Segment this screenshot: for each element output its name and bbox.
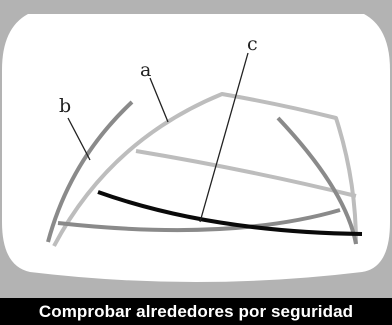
guide-line-b-right [276, 116, 358, 245]
callout-b-label: b [59, 95, 71, 117]
guide-line-b-left [46, 100, 134, 243]
callout-c-label: c [247, 33, 258, 55]
callout-b-leader [67, 117, 91, 161]
camera-view: a b c [0, 0, 392, 298]
guide-line-b-cross [57, 208, 341, 233]
callout-a-label: a [140, 59, 151, 81]
caption-bar: Comprobar alrededores por seguridad [0, 298, 392, 325]
guide-line-a-light [52, 92, 358, 247]
callout-c-leader [199, 52, 249, 223]
callout-a-leader [149, 77, 169, 123]
safety-caption: Comprobar alrededores por seguridad [38, 301, 354, 321]
guide-line-c-black [97, 190, 363, 236]
monitor-area [2, 14, 390, 282]
guide-line-a-cross [135, 149, 357, 198]
